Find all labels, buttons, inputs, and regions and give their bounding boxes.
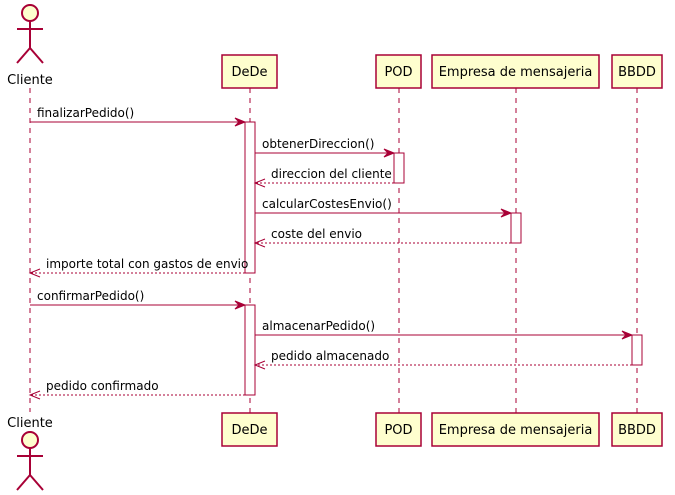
arrowhead-filled-icon [234,300,247,310]
participant-box-frame [221,54,278,89]
actor-leg-right-icon [29,474,44,491]
participant-label-pod: POD [384,65,412,80]
participant-label-dede: DeDe [231,65,267,80]
message-3: direccion del cliente [253,167,394,188]
message-label: finalizarPedido() [37,106,134,120]
participant-box-frame [611,412,663,447]
actor-leg-right-icon [29,47,44,64]
participant-box-empresa-top: Empresa de mensajeria [431,54,600,89]
participant-label-bbdd: BBDD [618,65,656,80]
participant-label-empresa: Empresa de mensajeria [439,423,593,438]
message-label: almacenarPedido() [262,319,375,333]
participant-box-dede-bottom: DeDe [221,412,278,447]
message-label: obtenerDireccion() [262,137,374,151]
arrowhead-filled-icon [383,148,396,158]
message-label: calcularCostesEnvio() [262,197,392,211]
message-9: pedido almacenado [253,349,632,370]
message-1: finalizarPedido() [30,106,247,127]
arrowhead-open-icon [253,178,266,188]
message-5: coste del envio [253,227,511,248]
arrowhead-open-icon [28,390,41,400]
message-label: pedido confirmado [46,379,159,393]
actor-head-icon [21,4,39,22]
message-10: pedido confirmado [28,379,245,400]
activation-bar-pod [393,152,405,184]
arrowhead-open-icon [253,360,266,370]
participant-label-dede: DeDe [231,423,267,438]
arrowhead-filled-icon [500,208,513,218]
message-8: almacenarPedido() [255,319,634,340]
activation-bar-empresa [510,212,522,244]
participant-box-frame [375,54,422,89]
participant-label-pod: POD [384,423,412,438]
participant-box-frame [221,412,278,447]
participant-box-dede-top: DeDe [221,54,278,89]
actor-head-icon [21,431,39,449]
message-6: importe total con gastos de envio [28,257,248,278]
participant-box-bbdd-bottom: BBDD [611,412,663,447]
participant-box-frame [431,54,600,89]
arrowhead-open-icon [28,268,41,278]
message-label: importe total con gastos de envio [46,257,248,271]
message-label: pedido almacenado [271,349,389,363]
participant-label-bbdd: BBDD [618,423,656,438]
actor-leg-left-icon [16,47,31,64]
message-label: direccion del cliente [271,167,392,181]
actor-leg-left-icon [16,474,31,491]
activation-bar-dede [244,121,256,274]
message-label: coste del envio [271,227,362,241]
arrowhead-open-icon [253,238,266,248]
activation-bar-bbdd [631,334,643,366]
participant-label-cliente: Cliente [7,416,53,431]
participant-label-empresa: Empresa de mensajeria [439,65,593,80]
participant-box-empresa-bottom: Empresa de mensajeria [431,412,600,447]
participant-label-cliente: Cliente [7,73,53,88]
participant-box-frame [611,54,663,89]
actor-cliente-top: Cliente [7,4,53,88]
participant-box-pod-top: POD [375,54,422,89]
participant-box-frame [431,412,600,447]
activation-bar-dede [244,304,256,396]
arrowhead-filled-icon [234,117,247,127]
message-label: confirmarPedido() [37,289,144,303]
message-7: confirmarPedido() [30,289,247,310]
arrowhead-filled-icon [621,330,634,340]
participant-box-frame [375,412,422,447]
actor-cliente-bottom: Cliente [7,416,53,491]
participant-box-bbdd-top: BBDD [611,54,663,89]
participant-box-pod-bottom: POD [375,412,422,447]
message-2: obtenerDireccion() [255,137,396,158]
message-4: calcularCostesEnvio() [255,197,513,218]
